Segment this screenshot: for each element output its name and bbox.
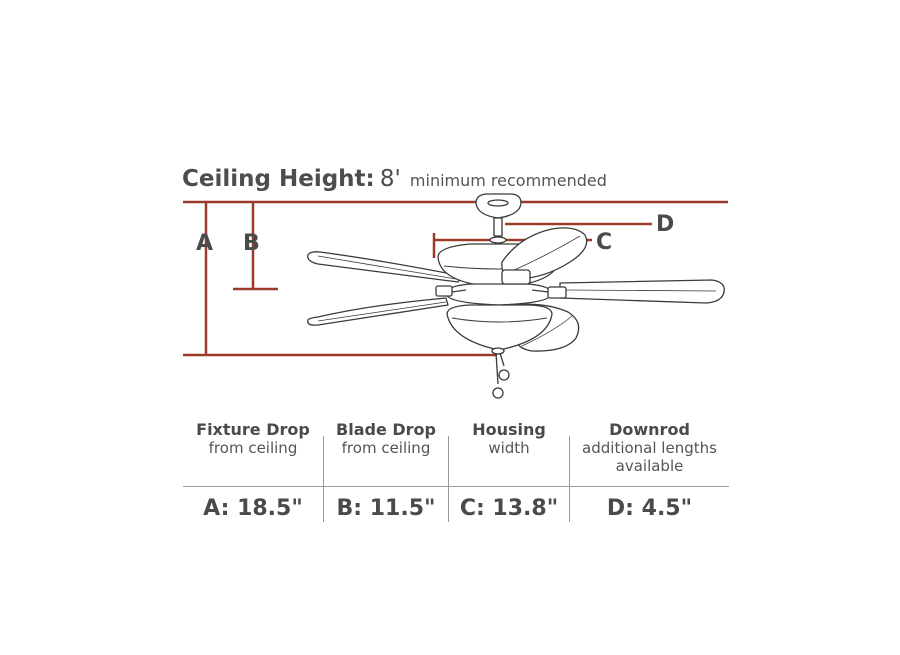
dimension-letter-b: B	[243, 231, 260, 256]
column-title: Fixture Drop	[196, 420, 310, 439]
ceiling-height-value: 8'	[379, 166, 401, 192]
column-title: Downrod	[609, 420, 690, 439]
column-subtitle: from ceiling	[208, 439, 298, 457]
dimension-letter-c: C	[596, 230, 613, 255]
column-separator	[448, 436, 449, 522]
column-subtitle: from ceiling	[341, 439, 431, 457]
ceiling-height-label: Ceiling Height:	[182, 166, 375, 192]
dimension-letter-a: A	[196, 231, 214, 256]
table-column-blade-drop: Blade Drop from ceiling B: 11.5"	[324, 420, 448, 521]
column-title: Housing	[472, 420, 546, 439]
switch-housing	[445, 283, 553, 306]
pull-chain-left-knob	[492, 387, 504, 399]
pull-chain-right-knob	[498, 369, 510, 381]
blade-left-lower	[307, 297, 449, 326]
column-value: A: 18.5"	[203, 496, 303, 521]
column-subtitle: width	[488, 439, 530, 457]
column-value: B: 11.5"	[336, 496, 436, 521]
pull-chain-right	[499, 352, 505, 367]
column-separator	[569, 436, 570, 522]
table-column-fixture-drop: Fixture Drop from ceiling A: 18.5"	[183, 420, 323, 521]
light-bowl	[446, 304, 553, 351]
column-value: C: 13.8"	[459, 496, 559, 521]
dimension-lines	[183, 200, 728, 357]
ceiling-fan-drawing	[307, 193, 725, 399]
dimension-letter-d: D	[656, 212, 675, 237]
column-title: Blade Drop	[336, 420, 436, 439]
table-column-downrod: Downrod additional lengths available D: …	[570, 420, 729, 521]
ceiling-height-note: minimum recommended	[409, 171, 607, 190]
downrod	[493, 217, 503, 237]
column-value: D: 4.5"	[606, 496, 693, 521]
pull-chain-left	[495, 352, 499, 385]
column-subtitle: additional lengths available	[582, 439, 717, 475]
blade-right	[559, 279, 725, 304]
table-column-housing: Housing width C: 13.8"	[449, 420, 569, 521]
column-separator	[323, 436, 324, 522]
ceiling-height-heading: Ceiling Height: 8' minimum recommended	[182, 166, 607, 192]
table-divider	[183, 486, 729, 487]
